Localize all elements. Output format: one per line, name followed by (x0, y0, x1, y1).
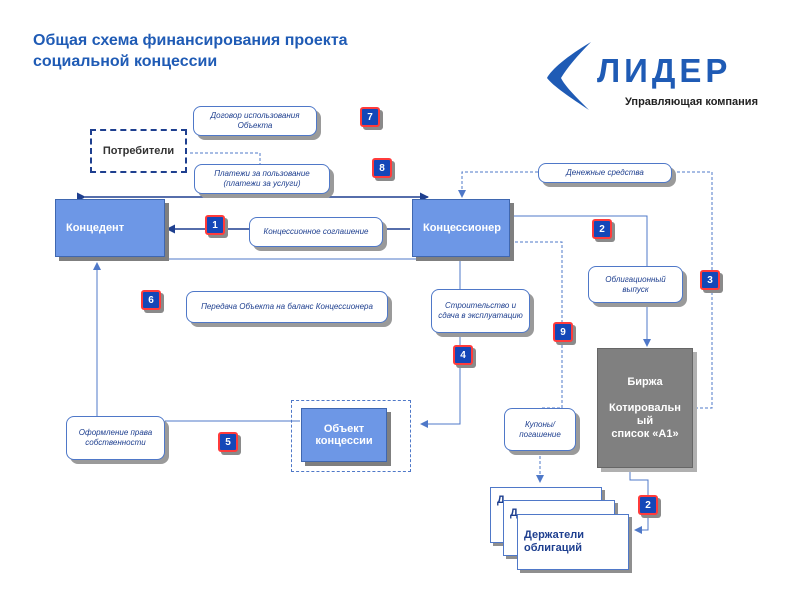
chevron-wing-logo-icon (547, 42, 591, 110)
step-badge-3: 3 (700, 270, 720, 290)
step-badge-7: 7 (360, 107, 380, 127)
logo-name: ЛИДЕР (597, 52, 732, 89)
concession-object-box: Объект концессии (301, 408, 387, 462)
concessionaire-box: Концессионер (412, 199, 510, 257)
step-badge-2-bottom: 2 (638, 495, 658, 515)
logo-subtitle: Управляющая компания (625, 96, 758, 108)
exchange-line-3: ый (636, 414, 654, 427)
exchange-line-4: список «А1» (611, 427, 679, 440)
construction-note: Строительство и сдача в эксплуатацию (431, 289, 530, 333)
company-logo: ЛИДЕР Управляющая компания (545, 40, 775, 120)
object-dashed-frame (291, 400, 411, 472)
coupons-note: Купоны/ погашение (504, 408, 576, 451)
transfer-note: Передача Объекта на баланс Концессионера (186, 291, 388, 323)
exchange-box: Биржа Котировальн ый список «А1» (597, 348, 693, 468)
consumers-box: Потребители (90, 129, 187, 173)
step-badge-1: 1 (205, 215, 225, 235)
step-badge-8: 8 (372, 158, 392, 178)
exchange-line-2: Котировальн (609, 401, 681, 414)
step-badge-2-top: 2 (592, 219, 612, 239)
concession-agreement-note: Концессионное соглашение (249, 217, 383, 247)
exchange-title: Биржа (627, 375, 663, 388)
ownership-note: Оформление права собственности (66, 416, 165, 460)
payments-note: Платежи за пользование (платежи за услуг… (194, 164, 330, 194)
step-badge-9: 9 (553, 322, 573, 342)
concedent-box: Концедент (55, 199, 165, 257)
usage-contract-note: Договор использования Объекта (193, 106, 317, 136)
bond-issue-note: Облигационный выпуск (588, 266, 683, 303)
money-note: Денежные средства (538, 163, 672, 183)
step-badge-4: 4 (453, 345, 473, 365)
step-badge-6: 6 (141, 290, 161, 310)
bond-holders-box: Держатели облигаций (517, 514, 629, 570)
step-badge-5: 5 (218, 432, 238, 452)
page-title: Общая схема финансирования проекта социа… (33, 32, 348, 70)
